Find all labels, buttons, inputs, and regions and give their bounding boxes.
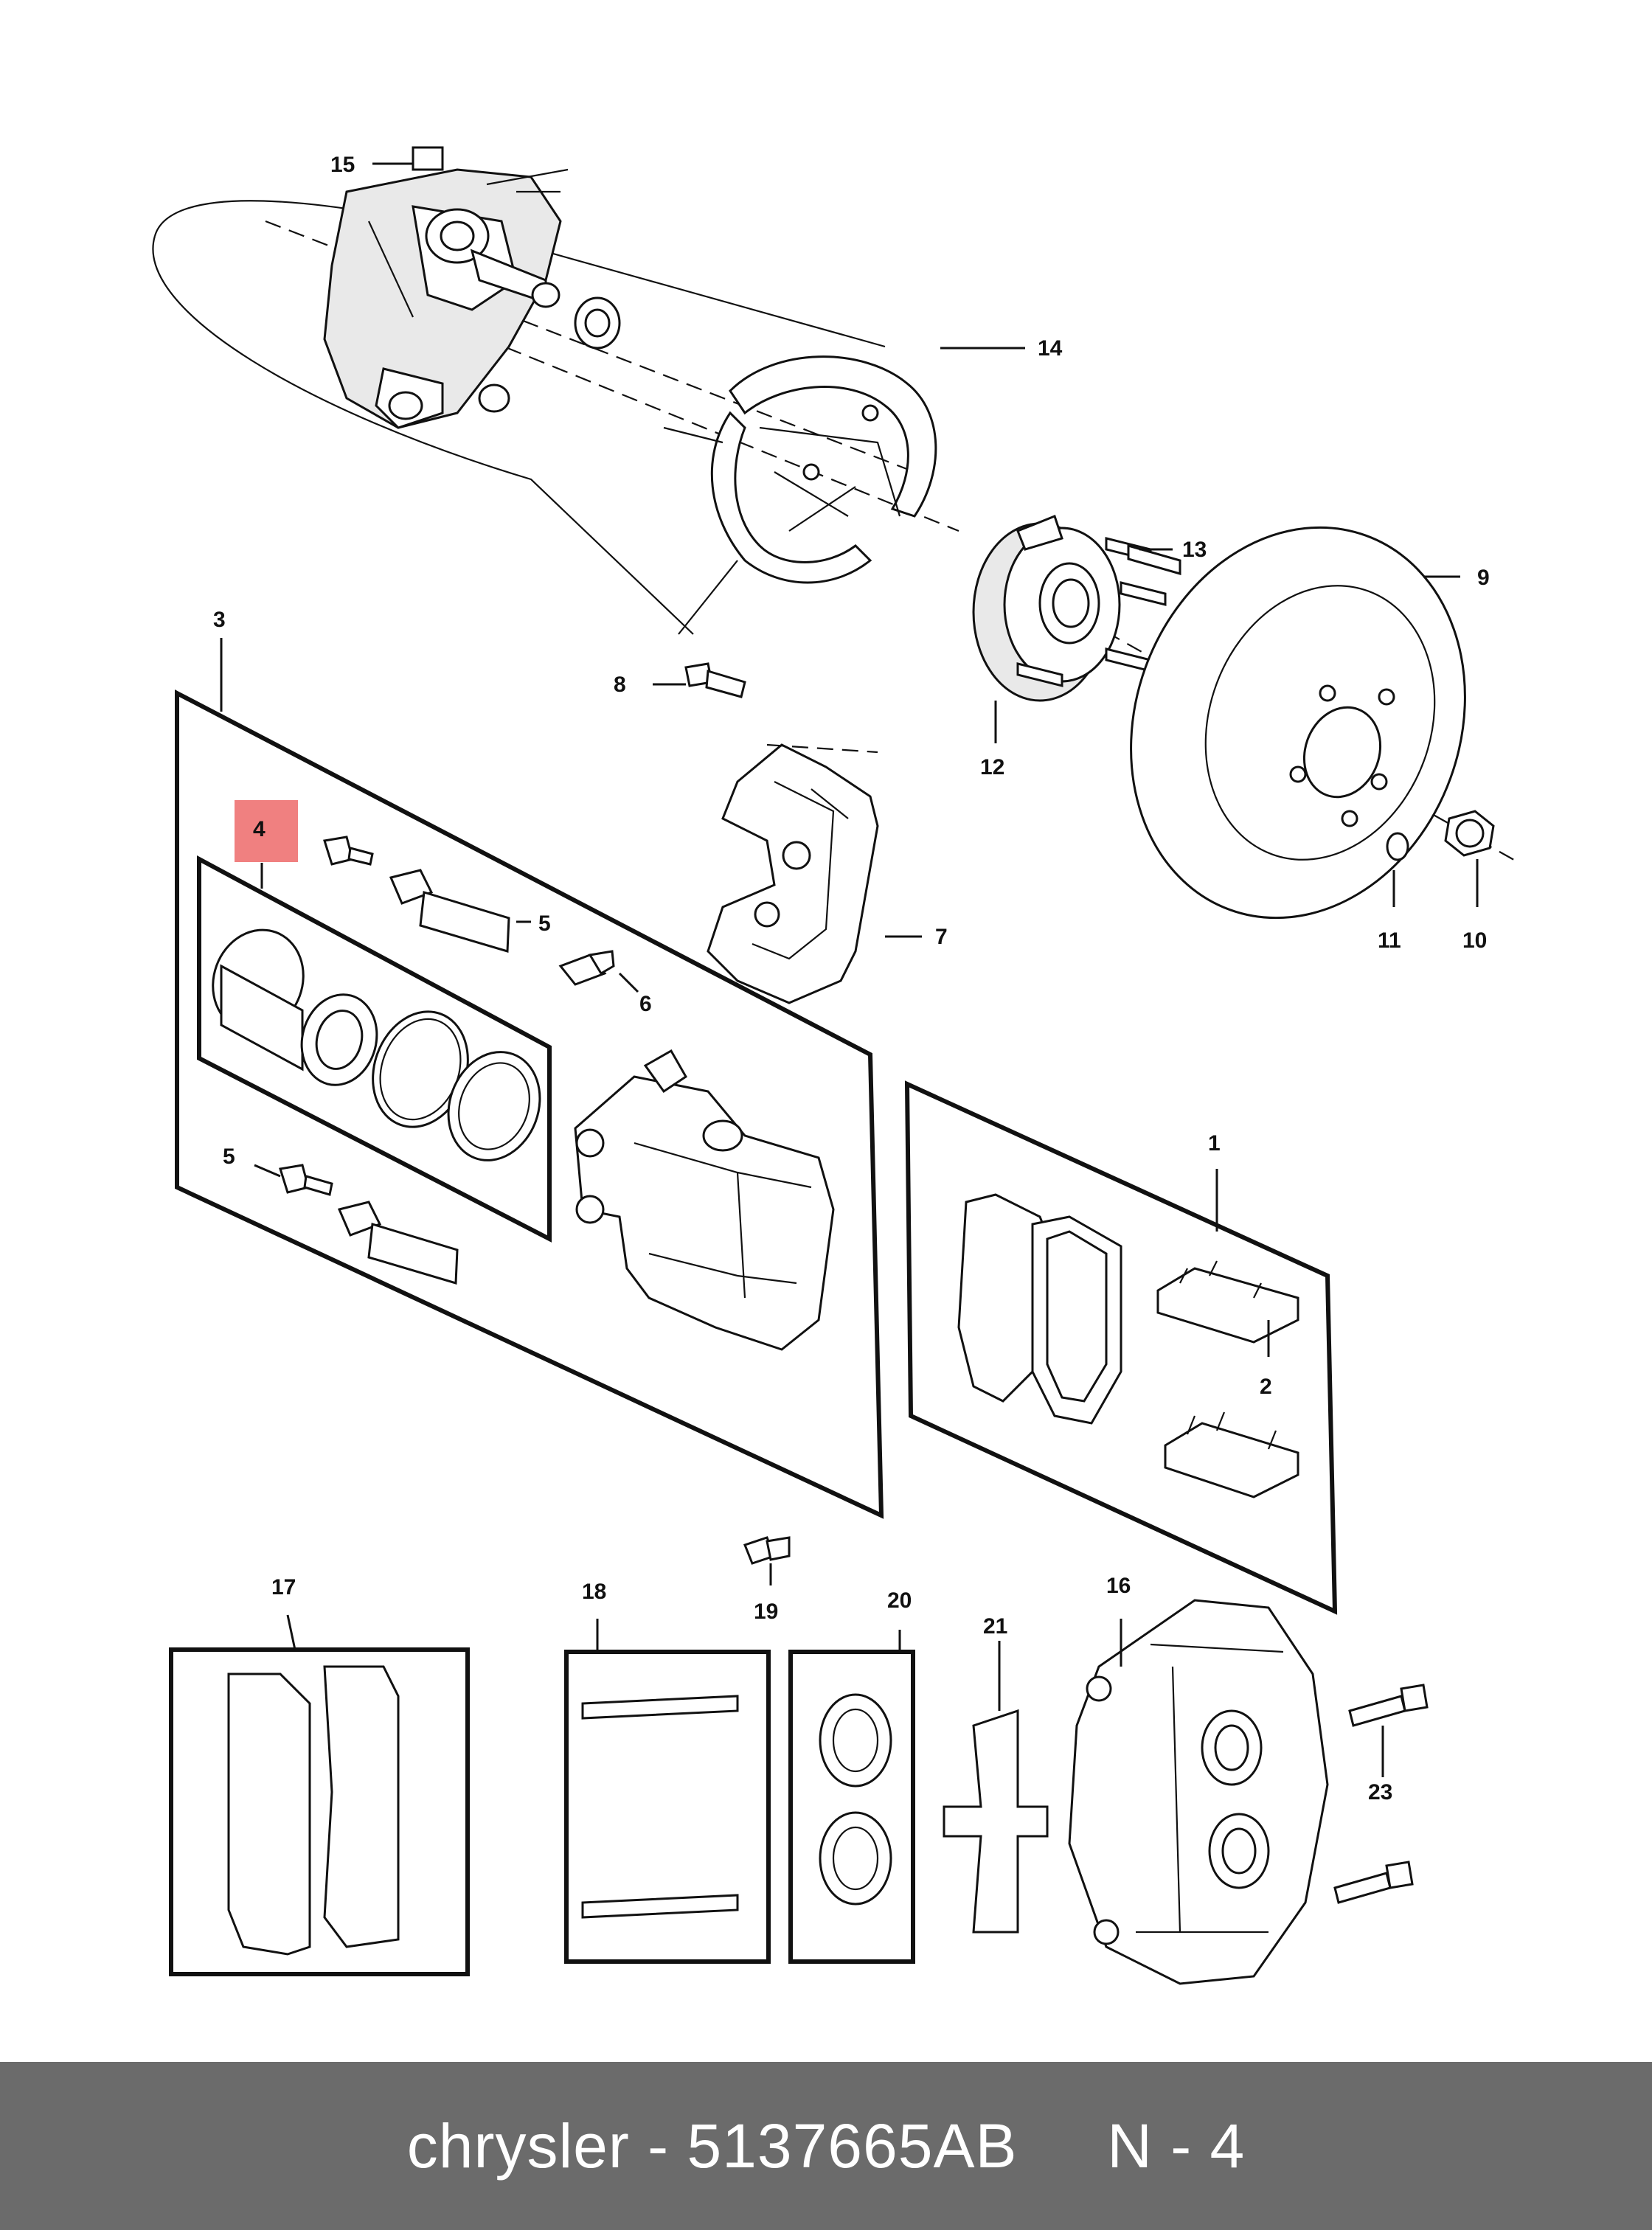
caliper-adapter xyxy=(707,743,879,1004)
callout-12: 12 xyxy=(980,755,1004,779)
brake-rotor xyxy=(1130,526,1466,920)
callout-7: 7 xyxy=(935,925,948,949)
lug-nut xyxy=(1444,810,1495,857)
four-piston-caliper xyxy=(1068,1599,1329,1985)
callout-16: 16 xyxy=(1106,1574,1131,1598)
caliper-mounting-bolts xyxy=(1333,1684,1429,1904)
adapter-bolt xyxy=(684,662,746,698)
footer-bar: chrysler - 5137665AB N - 4 xyxy=(0,2062,1652,2230)
callout-20: 20 xyxy=(887,1588,912,1613)
parking-brake-shoes xyxy=(663,355,937,635)
group-box-3 xyxy=(175,690,884,1519)
group-box-20 xyxy=(788,1650,915,1964)
callout-5-upper: 5 xyxy=(538,911,551,936)
callout-13: 13 xyxy=(1182,538,1207,562)
callout-5-lower: 5 xyxy=(223,1144,235,1169)
group-box-18 xyxy=(564,1650,771,1964)
guide-pin-upper xyxy=(323,836,510,953)
callout-23: 23 xyxy=(1368,1780,1392,1805)
callout-8: 8 xyxy=(614,673,626,697)
wheel-stud xyxy=(1127,544,1181,575)
callout-17: 17 xyxy=(271,1575,296,1599)
footer-part-number: chrysler - 5137665AB N - 4 xyxy=(406,2111,1246,2181)
leader-lines xyxy=(220,162,1479,1777)
callout-9: 9 xyxy=(1477,566,1490,590)
caliper-body xyxy=(574,1049,835,1351)
callout-11: 11 xyxy=(1378,928,1401,953)
callout-1: 1 xyxy=(1208,1131,1221,1156)
group-box-17 xyxy=(169,1647,470,1976)
hub-bearing xyxy=(972,515,1167,702)
callout-6: 6 xyxy=(639,992,652,1016)
anti-rattle-clip-upper xyxy=(1156,1260,1299,1344)
callout-2: 2 xyxy=(1260,1375,1272,1399)
brake-parts-diagram: 15 14 13 9 8 12 11 10 7 3 4 5 6 5 1 2 17… xyxy=(152,146,1520,1985)
callout-4: 4 xyxy=(253,817,266,841)
callout-19: 19 xyxy=(754,1599,778,1624)
anti-rattle-clip-lower xyxy=(1164,1411,1299,1498)
group-box-4 xyxy=(197,855,552,1243)
guide-pin-lower xyxy=(279,1164,459,1285)
callout-18: 18 xyxy=(582,1580,606,1604)
callout-21: 21 xyxy=(983,1614,1007,1639)
group-box-1 xyxy=(904,1080,1338,1615)
knuckle-assembly xyxy=(323,146,621,429)
callout-15: 15 xyxy=(330,153,355,177)
caliper-spring xyxy=(943,1709,1049,1934)
callout-3: 3 xyxy=(213,608,226,632)
upper-axle-assembly xyxy=(152,146,1520,920)
callout-4-highlight xyxy=(235,800,298,862)
retainer-clip xyxy=(1386,832,1409,861)
bleeder-screw xyxy=(558,950,615,986)
callout-14: 14 xyxy=(1038,336,1063,361)
bleeder-valve xyxy=(743,1536,791,1565)
callouts: 15 14 13 9 8 12 11 10 7 3 4 5 6 5 1 2 17… xyxy=(213,153,1490,1805)
callout-10: 10 xyxy=(1462,928,1487,953)
